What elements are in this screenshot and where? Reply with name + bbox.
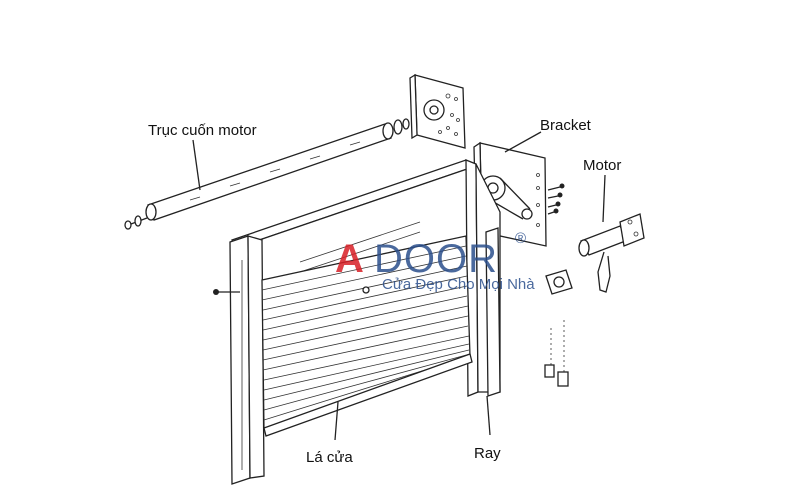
- leader-lines: [192, 131, 606, 441]
- motor-unit: [578, 213, 645, 293]
- fittings: [544, 320, 569, 387]
- adoor-watermark: A DOOR Cửa Đẹp Cho Mọi Nhà ®: [335, 230, 535, 293]
- label-slats: Lá cửa: [306, 449, 353, 466]
- left-bracket-plate: [409, 73, 466, 149]
- watermark-tagline: Cửa Đẹp Cho Mọi Nhà: [382, 276, 535, 293]
- door-frame: [213, 159, 501, 485]
- label-bracket: Bracket: [540, 117, 592, 134]
- label-shaft: Trục cuốn motor: [148, 122, 257, 139]
- label-motor: Motor: [583, 157, 621, 174]
- control-box: [545, 269, 573, 295]
- watermark-brand-a: A: [335, 237, 364, 281]
- watermark-registered: ®: [515, 230, 526, 247]
- watermark-brand-door: DOOR: [374, 237, 498, 281]
- door-slats: [261, 235, 473, 437]
- roller-shaft: [124, 118, 410, 230]
- bracket-screws: [547, 183, 565, 215]
- label-rail: Ray: [474, 445, 501, 462]
